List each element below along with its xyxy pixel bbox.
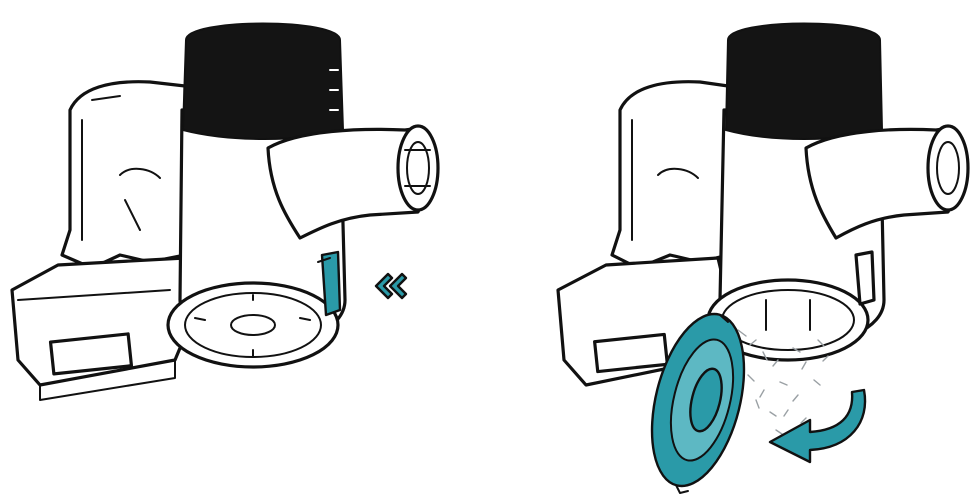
battery-indicator — [51, 334, 132, 374]
motor-cap — [726, 24, 882, 140]
battery-indicator — [595, 334, 668, 371]
release-latch — [856, 252, 874, 304]
vacuum-closed-bin-drawing — [0, 0, 488, 500]
step-open-bin-lid-empty — [488, 0, 976, 500]
double-chevron-left-icon — [372, 272, 408, 300]
motor-cap — [183, 24, 343, 140]
curved-arrow-icon — [766, 382, 876, 474]
handle-frame — [612, 82, 728, 268]
step-press-release-latch — [0, 0, 488, 500]
vacuum-open-bin-drawing — [488, 0, 976, 500]
release-latch — [322, 252, 340, 315]
handle-frame — [62, 82, 185, 268]
